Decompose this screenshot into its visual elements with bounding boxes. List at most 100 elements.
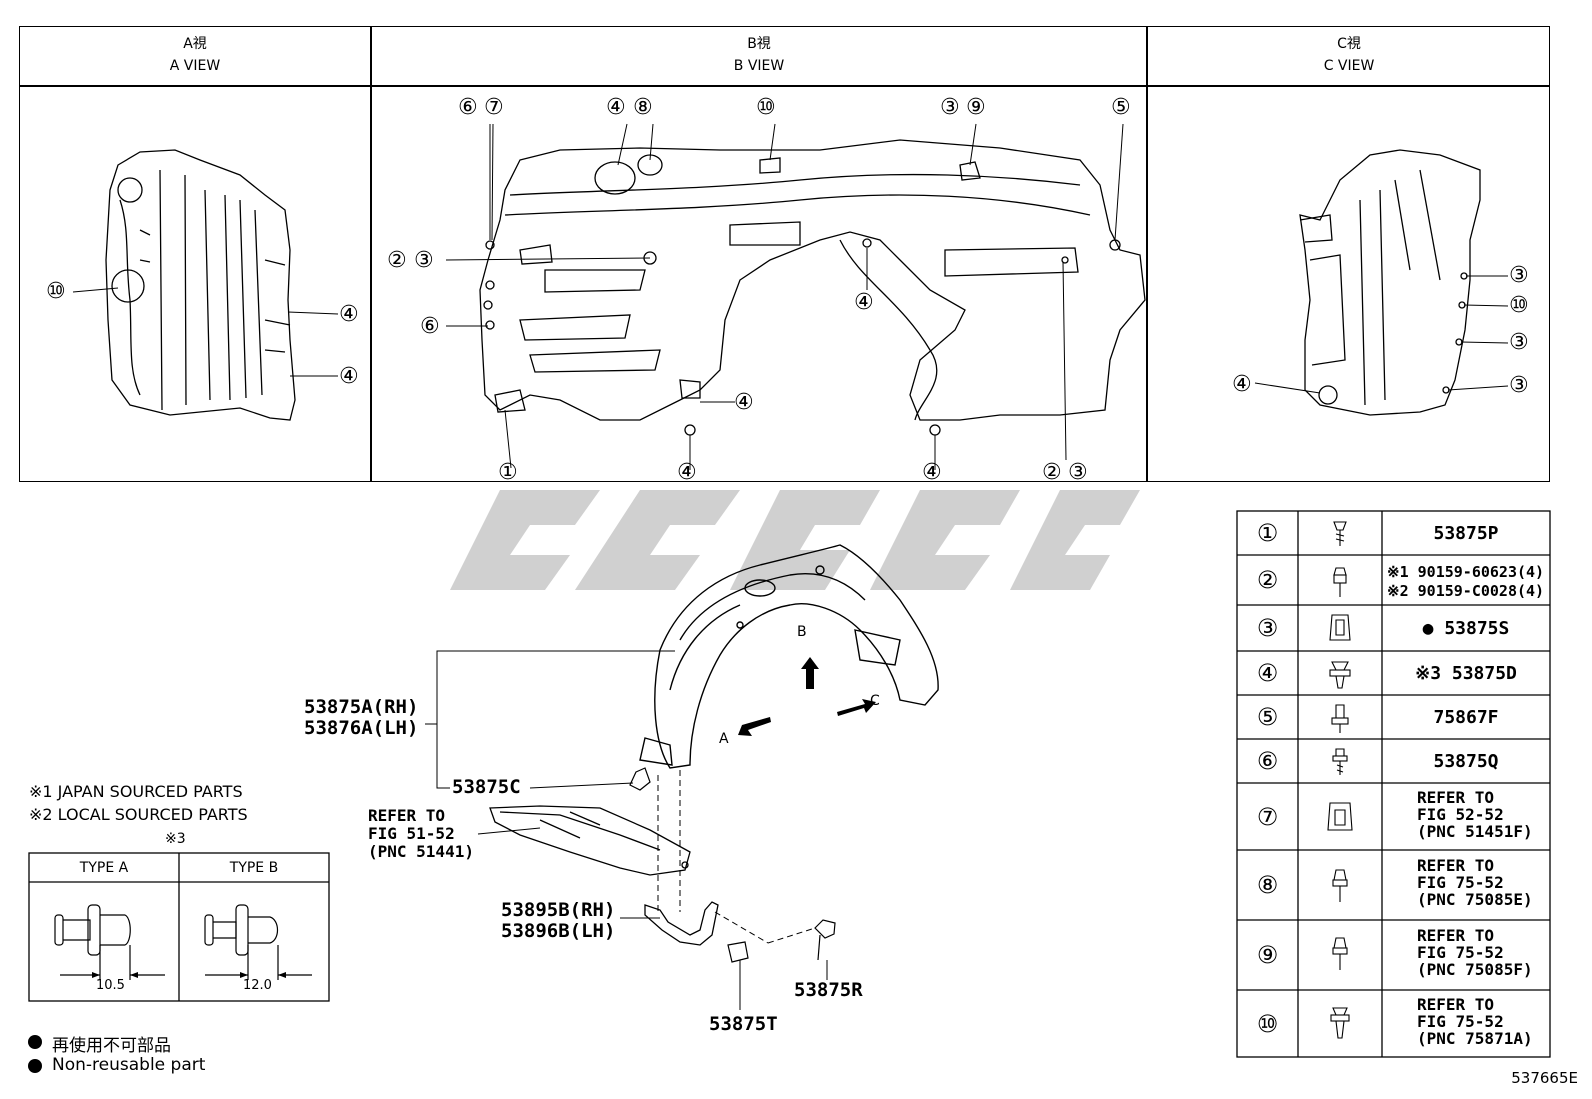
- b-view-en: B VIEW: [733, 58, 785, 74]
- arrow-c-label: C: [870, 693, 880, 709]
- a-view-liner-illustration: [105, 149, 296, 421]
- legend-part: ● 53875S: [1422, 617, 1510, 639]
- a-callout-4: ④: [339, 302, 359, 327]
- type-b-label: TYPE B: [229, 860, 279, 876]
- screw-icon: [1332, 869, 1348, 902]
- legend-num: ⑩: [1256, 1009, 1279, 1038]
- bolt-icon: [1333, 567, 1347, 597]
- legend-part-line: (PNC 75085F): [1417, 960, 1533, 979]
- b-callout-2: ②: [1042, 460, 1062, 485]
- note-japan-sourced: ※1 JAPAN SOURCED PARTS: [29, 782, 243, 801]
- direction-arrows: [738, 657, 876, 736]
- legend-part: REFER TO FIG 75-52 (PNC 75871A): [1417, 996, 1550, 1047]
- type-a-label: TYPE A: [79, 860, 129, 876]
- b-callout-4: ④: [922, 460, 942, 485]
- c-callout-3: ③: [1509, 263, 1529, 288]
- b-callout-7: ⑦: [484, 95, 504, 120]
- under-cover-reference: REFER TO FIG 51-52 (PNC 51441): [368, 807, 474, 861]
- legend-table: ① 53875P ② ※1 90159-60623(4) ※2 90159-C0…: [1237, 511, 1550, 1057]
- bullet-icon: [28, 1035, 42, 1049]
- a-callout-10: ⑩: [46, 279, 66, 304]
- legend-num: ③: [1256, 614, 1279, 642]
- clip-type-b-illustration: [204, 904, 312, 980]
- bullet-icon: [28, 1059, 42, 1073]
- legend-part: ※1 90159-60623(4) ※2 90159-C0028(4): [1387, 563, 1550, 601]
- bolt-53875R-illustration: [814, 919, 836, 961]
- fig-ref-text: FIG 51-52: [368, 824, 455, 843]
- c-callout-3: ③: [1509, 330, 1529, 355]
- views-table: A視 A VIEW B視 B VIEW C視 C VIEW: [19, 26, 1550, 482]
- b-callout-8: ⑧: [633, 95, 653, 120]
- liner-rh-part: 53875A(RH): [304, 696, 419, 718]
- screw-icon: [1332, 937, 1348, 970]
- legend-part-line: FIG 52-52: [1417, 805, 1504, 824]
- bracket-rh-part: 53895B(RH): [501, 899, 616, 921]
- b-callout-5: ⑤: [1111, 95, 1131, 120]
- legend-part-line: REFER TO: [1417, 856, 1495, 875]
- legend-part: ※3 53875D: [1415, 662, 1517, 684]
- non-reusable-jp: 再使用不可部品: [52, 1036, 171, 1056]
- c-callout-3: ③: [1509, 373, 1529, 398]
- pnc-ref-text: (PNC 51441): [368, 842, 474, 861]
- arrow-a-label: A: [719, 731, 729, 747]
- illustration-id: 537665E: [1511, 1069, 1578, 1087]
- legend-num: ⑦: [1256, 802, 1279, 831]
- b-callout-6: ⑥: [458, 95, 478, 120]
- c-callout-4: ④: [1232, 372, 1252, 397]
- legend-part-line: ※2 90159-C0028(4): [1387, 582, 1545, 600]
- c-view-jp: C視: [1337, 36, 1361, 52]
- clip-icon: [1327, 802, 1353, 831]
- nut-clip-icon: [1329, 614, 1351, 641]
- legend-num: ⑨: [1256, 941, 1279, 969]
- legend-part-line: (PNC 75871A): [1417, 1029, 1533, 1048]
- type-b-dimension: 12.0: [243, 978, 272, 993]
- c-view-liner-illustration: [1299, 149, 1481, 416]
- bolt-r-part: 53875R: [794, 979, 863, 1001]
- clip-c-part: 53875C: [452, 776, 521, 798]
- nut-53875T-illustration: [727, 941, 749, 963]
- b-callout-2: ②: [387, 248, 407, 273]
- b-view-header: B視 B VIEW: [372, 33, 1146, 77]
- clip-type-table: [28, 852, 330, 1002]
- a-view-jp: A視: [183, 36, 207, 52]
- watermark: [450, 490, 1140, 590]
- legend-fastener-icons: [1327, 521, 1353, 1039]
- legend-part-line: REFER TO: [1417, 995, 1495, 1014]
- legend-num: ①: [1256, 519, 1279, 547]
- c-view-header: C視 C VIEW: [1148, 33, 1550, 77]
- b-callout-3: ③: [1068, 460, 1088, 485]
- b-view-jp: B視: [747, 36, 771, 52]
- a-view-en: A VIEW: [169, 58, 221, 74]
- note-3-marker: ※3: [165, 831, 186, 847]
- legend-num: ⑤: [1256, 703, 1279, 731]
- legend-part: REFER TO FIG 52-52 (PNC 51451F): [1417, 789, 1550, 840]
- legend-table-grid: [1236, 510, 1551, 1058]
- clip-type-a-illustration: [54, 904, 165, 980]
- b-callout-1: ①: [498, 460, 518, 485]
- b-callout-4: ④: [606, 95, 626, 120]
- legend-part: 75867F: [1433, 706, 1499, 728]
- legend-part: REFER TO FIG 75-52 (PNC 75085E): [1417, 857, 1550, 908]
- legend-part: REFER TO FIG 75-52 (PNC 75085F): [1417, 927, 1550, 978]
- non-reusable-en: Non-reusable part: [52, 1055, 206, 1075]
- legend-num: ④: [1256, 659, 1279, 687]
- type-a-dimension: 10.5: [96, 978, 125, 993]
- legend-part-line: FIG 75-52: [1417, 873, 1504, 892]
- legend-part-line: FIG 75-52: [1417, 1012, 1504, 1031]
- screw-icon: [1332, 748, 1348, 775]
- bracket-illustration: [644, 901, 719, 946]
- legend-part: 53875P: [1433, 522, 1499, 544]
- a-callout-4: ④: [339, 364, 359, 389]
- push-clip-icon: [1330, 1007, 1350, 1039]
- fender-liner-illustration: [639, 544, 939, 769]
- screw-icon: [1333, 521, 1347, 546]
- legend-part-line: (PNC 51451F): [1417, 822, 1533, 841]
- legend-part: 53875Q: [1433, 750, 1499, 772]
- c-view-en: C VIEW: [1323, 58, 1375, 74]
- legend-part-line: FIG 75-52: [1417, 943, 1504, 962]
- b-callout-4: ④: [734, 390, 754, 415]
- legend-part-line: (PNC 75085E): [1417, 890, 1533, 909]
- b-view-liner-illustration: [479, 139, 1146, 436]
- b-callout-10: ⑩: [756, 95, 776, 120]
